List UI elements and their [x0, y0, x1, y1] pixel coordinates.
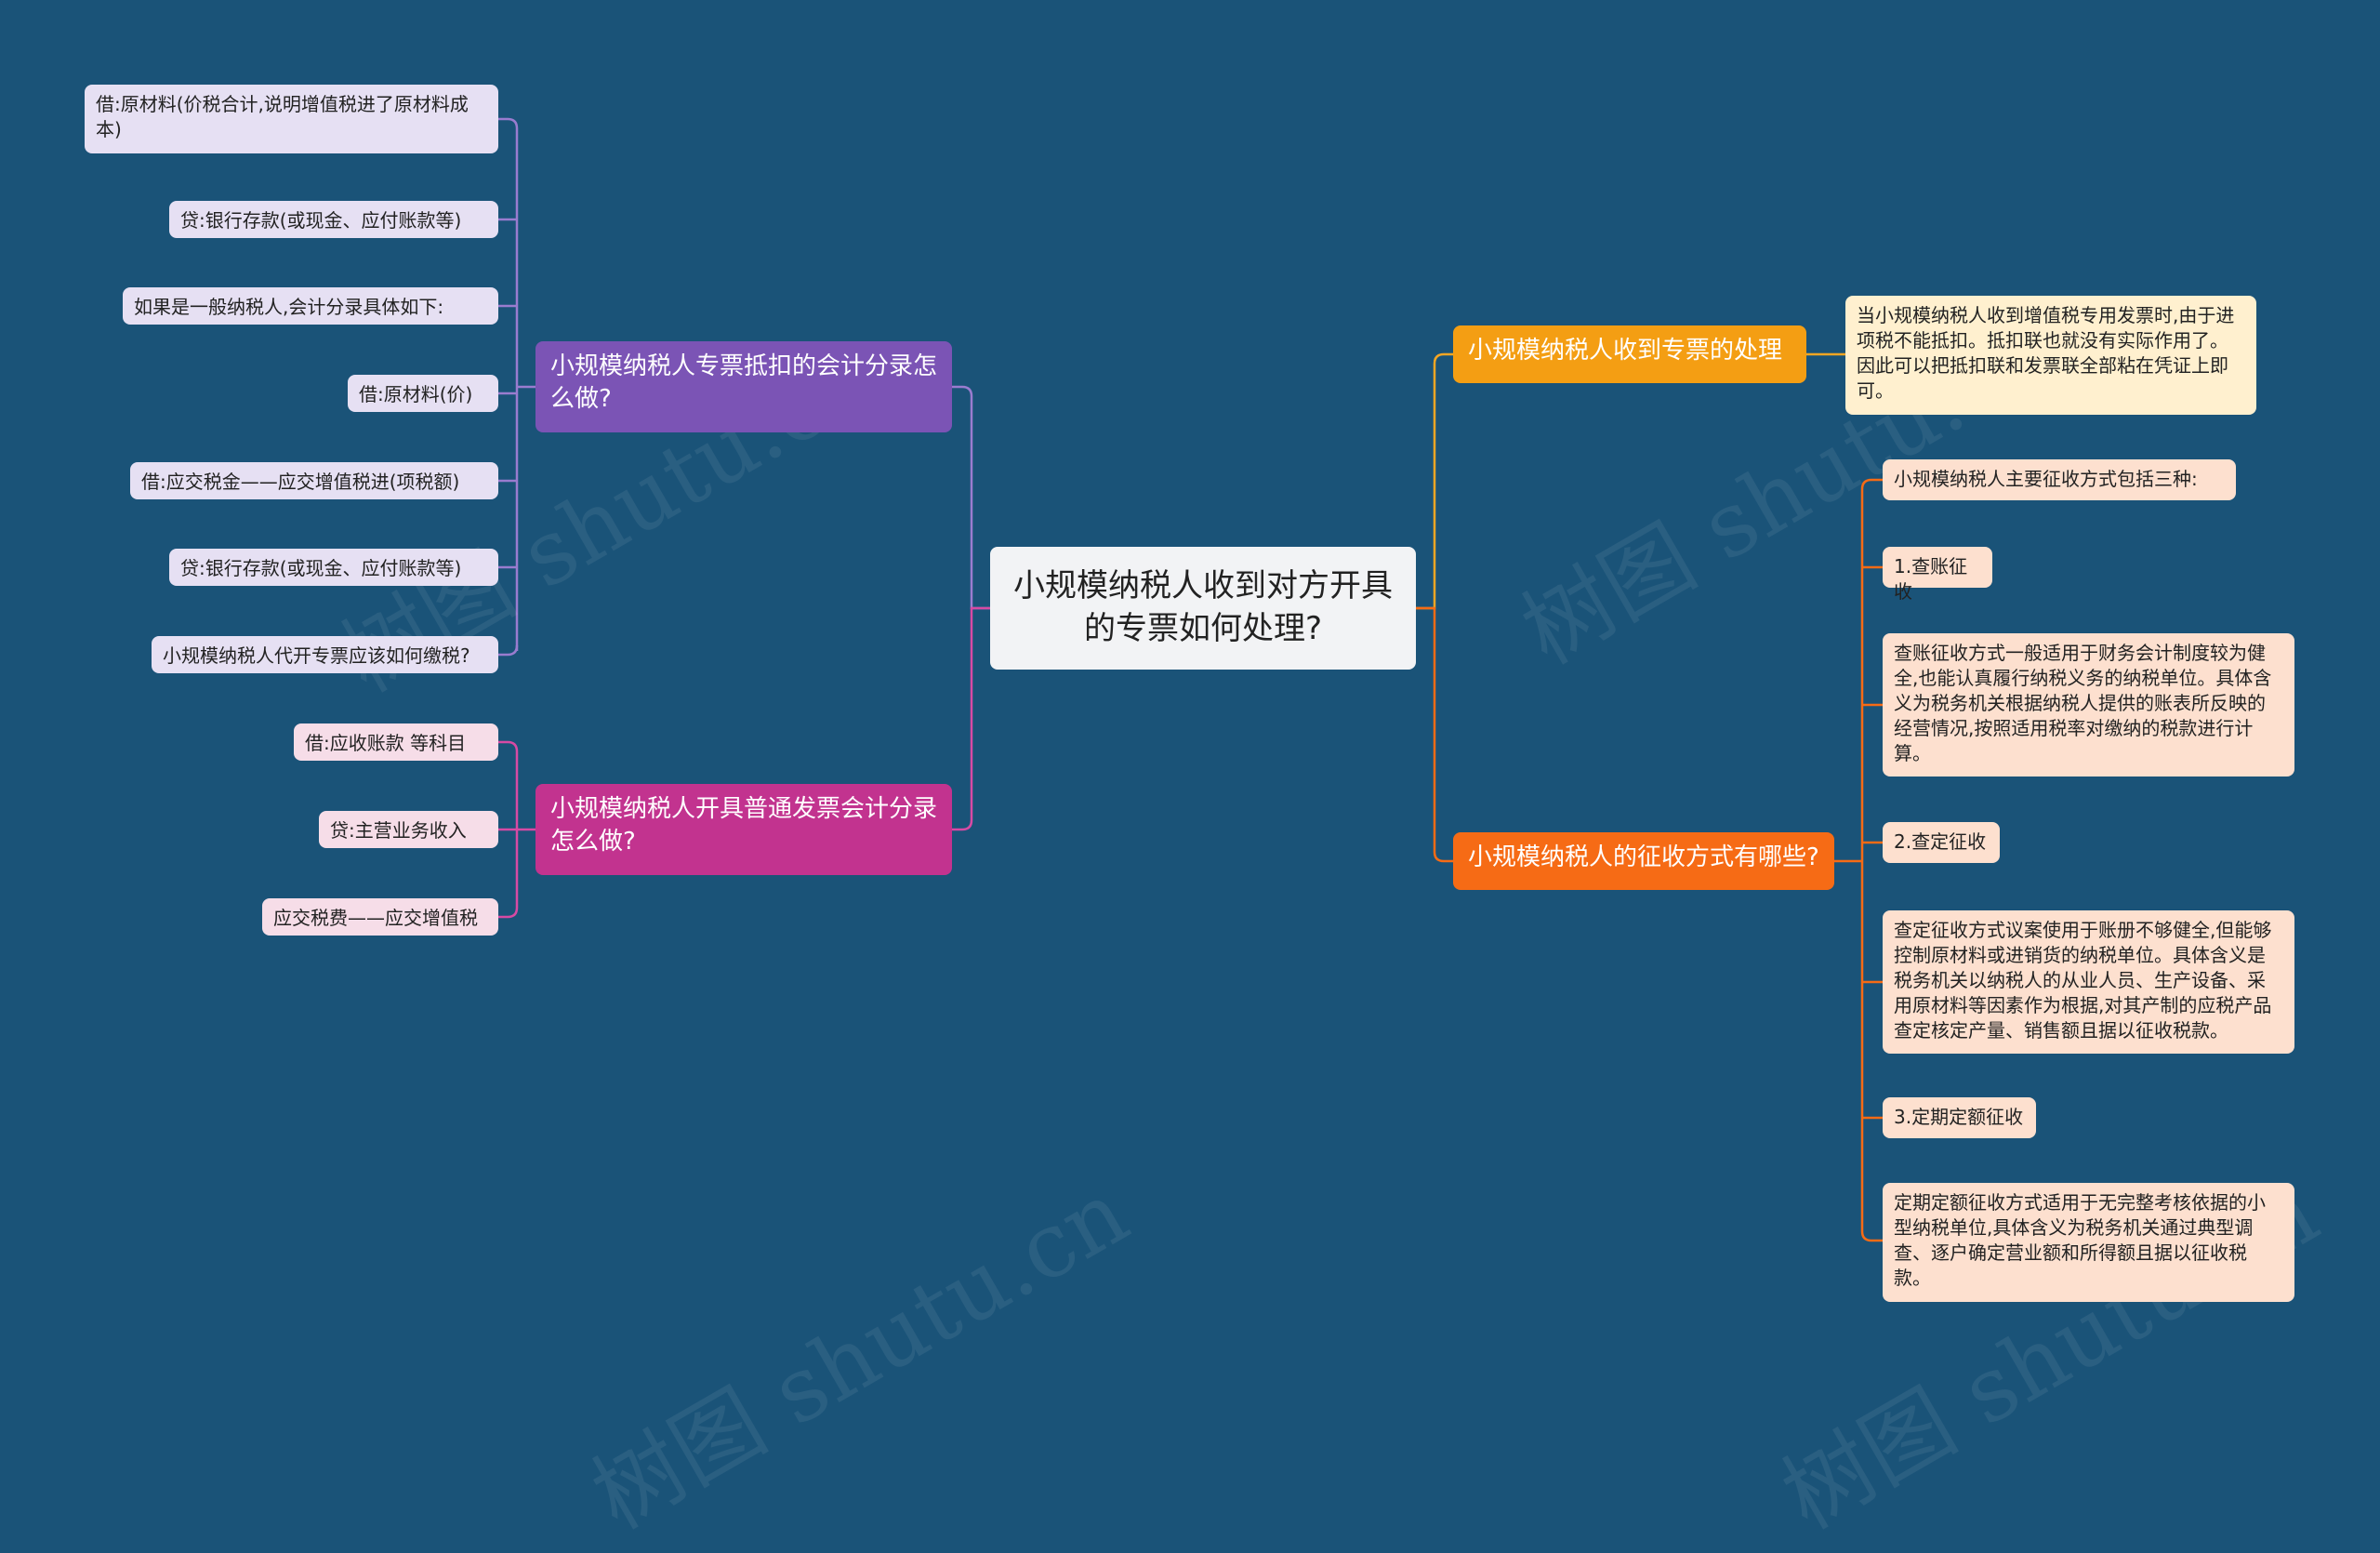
leaf-method-fixed-quota-collection[interactable]: 3.定期定额征收: [1883, 1097, 2036, 1138]
central-topic-label: 小规模纳税人收到对方开具的专票如何处理?: [1013, 567, 1393, 647]
leaf-debit-input-vat[interactable]: 借:应交税金——应交增值税进(项税额): [130, 462, 498, 499]
leaf-three-methods-intro[interactable]: 小规模纳税人主要征收方式包括三种:: [1883, 459, 2236, 500]
connector-lines: [498, 117, 1883, 1242]
branch-collection-methods[interactable]: 小规模纳税人的征收方式有哪些?: [1453, 832, 1834, 890]
leaf-credit-bank-deposit[interactable]: 贷:银行存款(或现金、应付账款等): [169, 201, 498, 238]
leaf-credit-bank-deposit-2[interactable]: 贷:银行存款(或现金、应付账款等): [169, 549, 498, 586]
leaf-debit-raw-material-price[interactable]: 借:原材料(价): [348, 375, 498, 412]
branch-special-invoice-deduction[interactable]: 小规模纳税人专票抵扣的会计分录怎么做?: [536, 341, 952, 432]
leaf-general-taxpayer-entries[interactable]: 如果是一般纳税人,会计分录具体如下:: [123, 287, 498, 325]
leaf-fixed-quota-collection-detail[interactable]: 定期定额征收方式适用于无完整考核依据的小型纳税单位,具体含义为税务机关通过典型调…: [1883, 1183, 2294, 1302]
leaf-credit-main-revenue[interactable]: 贷:主营业务收入: [319, 811, 498, 848]
leaf-debit-raw-material-tax-included[interactable]: 借:原材料(价税合计,说明增值税进了原材料成本): [85, 85, 498, 153]
branch-general-invoice-entries[interactable]: 小规模纳税人开具普通发票会计分录怎么做?: [536, 784, 952, 875]
leaf-agent-invoice-tax-question[interactable]: 小规模纳税人代开专票应该如何缴税?: [152, 636, 498, 673]
leaf-assessed-collection-detail[interactable]: 查定征收方式议案使用于账册不够健全,但能够控制原材料或进销货的纳税单位。具体含义…: [1883, 910, 2294, 1054]
leaf-method-assessed-collection[interactable]: 2.查定征收: [1883, 822, 2000, 863]
central-topic[interactable]: 小规模纳税人收到对方开具的专票如何处理?: [990, 547, 1416, 670]
branch-receive-special-invoice[interactable]: 小规模纳税人收到专票的处理: [1453, 325, 1806, 383]
leaf-audit-collection-detail[interactable]: 查账征收方式一般适用于财务会计制度较为健全,也能认真履行纳税义务的纳税单位。具体…: [1883, 633, 2294, 776]
leaf-debit-receivables[interactable]: 借:应收账款 等科目: [294, 723, 498, 761]
leaf-special-invoice-handling-detail[interactable]: 当小规模纳税人收到增值税专用发票时,由于进项税不能抵扣。抵扣联也就没有实际作用了…: [1845, 296, 2256, 415]
leaf-vat-payable[interactable]: 应交税费——应交增值税: [262, 898, 498, 936]
leaf-method-audit-collection[interactable]: 1.查账征收: [1883, 547, 1992, 603]
